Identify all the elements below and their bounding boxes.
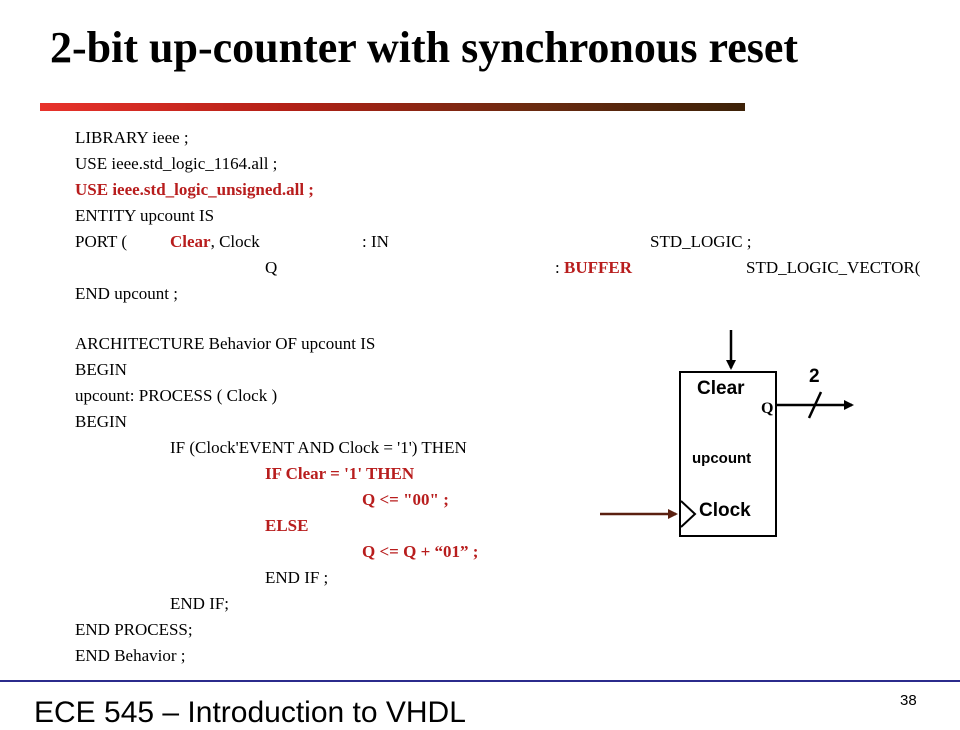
code-line: BEGIN — [75, 360, 127, 379]
code-line-highlight: Q <= "00" ; — [362, 490, 449, 509]
code-token-highlight: BUFFER — [563, 258, 632, 277]
code-line: USE ieee.std_logic_1164.all ; — [75, 154, 278, 173]
code-line: END PROCESS; — [75, 620, 193, 639]
slide-title: 2-bit up-counter with synchronous reset — [50, 23, 799, 72]
footer-rule — [0, 680, 960, 682]
code-line: LIBRARY ieee ; — [75, 128, 189, 147]
q-port-label: Q — [761, 400, 774, 417]
code-line-highlight: ELSE — [265, 516, 309, 535]
page-number: 38 — [900, 692, 917, 709]
vhdl-code-block: LIBRARY ieee ; USE ieee.std_logic_1164.a… — [75, 128, 921, 665]
code-line: END Behavior ; — [75, 646, 186, 665]
code-line-buffer: : BUFFER — [555, 258, 632, 278]
clock-port-label: Clock — [699, 500, 751, 521]
clock-edge-triangle-icon — [680, 500, 697, 528]
clear-port-label: Clear — [697, 378, 745, 399]
code-line-highlight: Q <= Q + “01” ; — [362, 542, 479, 561]
title-underline-bar — [40, 103, 745, 111]
code-line: IF (Clock'EVENT AND Clock = '1') THEN — [170, 438, 467, 457]
bus-width-label: 2 — [809, 366, 820, 387]
bus-width-slash — [807, 391, 823, 419]
code-line: ENTITY upcount IS — [75, 206, 215, 225]
code-line-highlight: USE ieee.std_logic_unsigned.all ; — [75, 180, 314, 199]
code-token: : — [555, 258, 564, 277]
code-token: Q — [265, 258, 278, 277]
block-name-label: upcount — [692, 450, 752, 467]
code-line: END IF ; — [265, 568, 329, 587]
code-line: END IF; — [170, 594, 230, 613]
code-token: PORT ( — [75, 232, 128, 251]
code-line: upcount: PROCESS ( Clock ) — [75, 386, 278, 405]
code-line: END upcount ; — [75, 284, 178, 303]
code-line-highlight: IF Clear = '1' THEN — [265, 464, 415, 483]
course-footer: ECE 545 – Introduction to VHDL — [34, 696, 466, 729]
code-token: STD_LOGIC ; — [650, 232, 752, 251]
code-token: , Clock — [210, 232, 260, 251]
code-line-port-clear: Clear, Clock — [170, 232, 260, 252]
code-token: STD_LOGIC_VECTOR( — [746, 258, 921, 277]
code-line: ARCHITECTURE Behavior OF upcount IS — [75, 334, 376, 353]
code-line: BEGIN — [75, 412, 127, 431]
code-token-highlight: Clear — [170, 232, 211, 251]
code-token: : IN — [362, 232, 389, 251]
counter-block — [679, 371, 777, 537]
